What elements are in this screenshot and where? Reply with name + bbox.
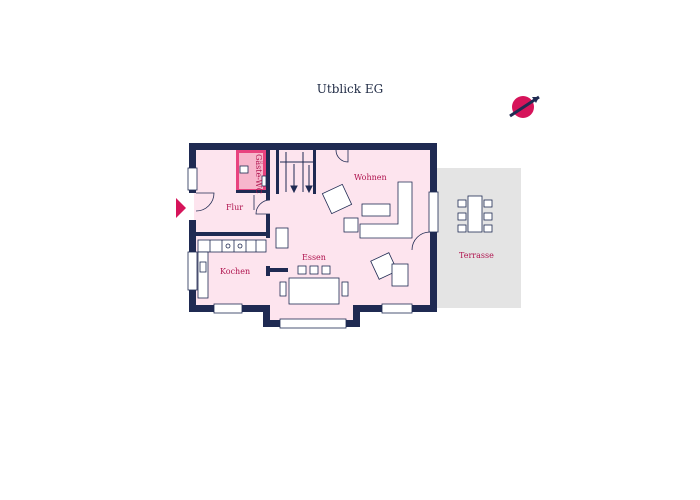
- room-label-kochen: Kochen: [220, 267, 250, 276]
- room-label-terrasse: Terrasse: [459, 251, 494, 260]
- compass-icon: [509, 95, 540, 118]
- dining-set: [279, 265, 349, 305]
- windows: [187, 167, 439, 329]
- room-label-flur: Flur: [226, 203, 243, 212]
- kitchen-counter: [197, 227, 289, 299]
- interior-walls: [194, 150, 316, 276]
- room-label-essen: Essen: [302, 253, 326, 262]
- terrace-table: [457, 195, 493, 233]
- terrace-area: [434, 168, 521, 308]
- sofa: [321, 181, 413, 239]
- staircase: [280, 152, 313, 194]
- plan-title: Utblick EG: [316, 82, 384, 96]
- doors: [195, 149, 431, 251]
- entrance-arrow-icon: [176, 198, 186, 218]
- wc-fixtures: [239, 165, 267, 187]
- room-label-gaeste-wc: Gäste-WC: [254, 154, 263, 194]
- room-label-wohnen: Wohnen: [354, 173, 387, 182]
- armchairs: [370, 252, 409, 287]
